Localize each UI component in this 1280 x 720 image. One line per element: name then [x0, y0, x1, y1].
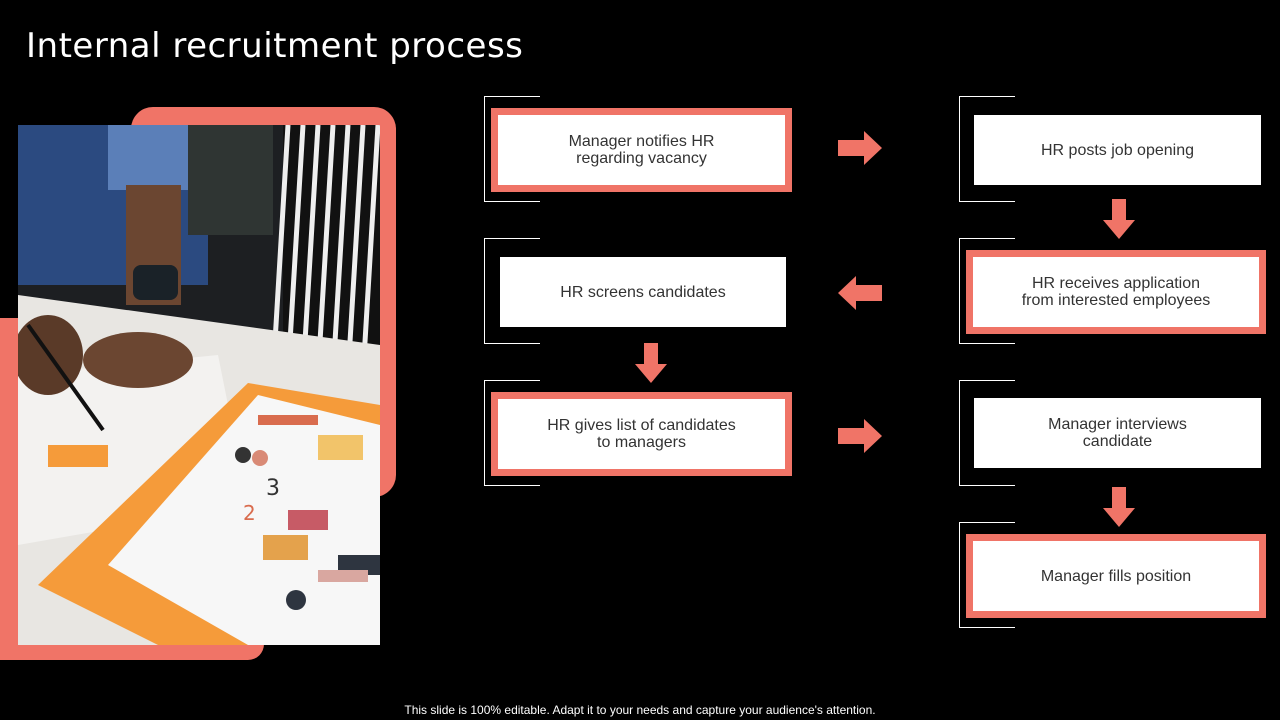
step-5-box: HR gives list of candidates to managers: [491, 392, 792, 476]
bracket-step-2: [959, 96, 1015, 202]
arrow-down-icon: [635, 343, 667, 383]
arrow-right-icon: [838, 419, 882, 453]
step-4-box: HR screens candidates: [500, 257, 786, 327]
bracket-step-7: [959, 522, 1015, 628]
bracket-step-3: [959, 238, 1015, 344]
step-7-box: Manager fills position: [966, 534, 1266, 618]
footer-note: This slide is 100% editable. Adapt it to…: [404, 703, 876, 717]
arrow-down-icon: [1103, 487, 1135, 527]
photo-illustration: 3 2: [18, 125, 380, 645]
arrow-down-icon: [1103, 199, 1135, 239]
step-1-box: Manager notifies HR regarding vacancy: [491, 108, 792, 192]
arrow-left-icon: [838, 276, 882, 310]
step-2-box: HR posts job opening: [974, 115, 1261, 185]
bracket-step-1: [484, 96, 540, 202]
bracket-step-6: [959, 380, 1015, 486]
bracket-step-4: [484, 238, 540, 344]
svg-text:3: 3: [266, 476, 280, 501]
arrow-right-icon: [838, 131, 882, 165]
bracket-step-5: [484, 380, 540, 486]
step-3-box: HR receives application from interested …: [966, 250, 1266, 334]
step-6-box: Manager interviews candidate: [974, 398, 1261, 468]
svg-text:2: 2: [243, 501, 256, 525]
slide-title: Internal recruitment process: [26, 26, 524, 66]
team-meeting-photo: 3 2: [18, 125, 380, 645]
